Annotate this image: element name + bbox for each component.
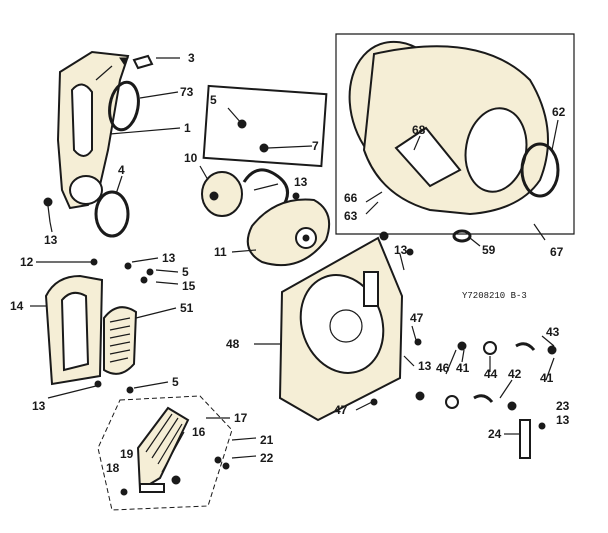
- callout-23: 23: [556, 399, 570, 413]
- diagram-code: Y7208210 B-3: [462, 291, 527, 301]
- control-panel-plate: [202, 84, 328, 168]
- callout-5c: 5: [172, 375, 179, 389]
- callout-17: 17: [234, 411, 248, 425]
- callout-13g: 13: [556, 413, 570, 427]
- callout-73: 73: [180, 85, 194, 99]
- callouts: 3 73 1 4 13 5 7 10 13 11 12 13 5 15 14 5…: [10, 51, 570, 475]
- callout-42: 42: [508, 367, 522, 381]
- callout-48: 48: [226, 337, 240, 351]
- callout-14: 14: [10, 299, 24, 313]
- callout-13c: 13: [162, 251, 176, 265]
- blower-housing: [246, 192, 330, 267]
- lint-screen: [103, 306, 138, 375]
- callout-13a: 13: [44, 233, 58, 247]
- callout-13b: 13: [294, 175, 308, 189]
- callout-67: 67: [550, 245, 564, 259]
- heater-box: [97, 395, 233, 511]
- callout-3: 3: [188, 51, 195, 65]
- toe-panel: [44, 274, 104, 386]
- callout-44: 44: [484, 367, 498, 381]
- callout-1: 1: [184, 121, 191, 135]
- callout-43: 43: [546, 325, 560, 339]
- callout-59: 59: [482, 243, 496, 257]
- callout-4: 4: [118, 163, 125, 177]
- drum: [348, 40, 560, 216]
- front-seal-ring: [94, 190, 130, 238]
- callout-13d: 13: [32, 399, 46, 413]
- drum-assembly-box: [335, 33, 575, 235]
- callout-47b: 47: [334, 403, 348, 417]
- callout-10: 10: [184, 151, 198, 165]
- callout-62: 62: [552, 105, 566, 119]
- callout-63: 63: [344, 209, 358, 223]
- callout-5b: 5: [182, 265, 189, 279]
- callout-18: 18: [106, 461, 120, 475]
- leader-lines: [30, 57, 559, 459]
- callout-68: 68: [412, 123, 426, 137]
- callout-46: 46: [436, 361, 450, 375]
- callout-51: 51: [180, 301, 194, 315]
- front-panel-gasket: [108, 80, 140, 132]
- callout-13e: 13: [394, 243, 408, 257]
- callout-13f: 13: [418, 359, 432, 373]
- callout-16: 16: [192, 425, 206, 439]
- callout-22: 22: [260, 451, 274, 465]
- drum-roller-ring: [452, 229, 472, 243]
- callout-21: 21: [260, 433, 274, 447]
- callout-12: 12: [20, 255, 34, 269]
- screws-21-22: [214, 456, 230, 470]
- callout-24: 24: [488, 427, 502, 441]
- door-catch: [132, 54, 154, 70]
- screws-left: [90, 258, 154, 394]
- callout-41b: 41: [540, 371, 554, 385]
- callout-66: 66: [344, 191, 358, 205]
- motor-chain: [370, 338, 557, 411]
- callout-11: 11: [214, 245, 227, 259]
- callout-19: 19: [120, 447, 134, 461]
- callout-5a: 5: [210, 93, 217, 107]
- callout-7: 7: [312, 139, 319, 153]
- callout-41a: 41: [456, 361, 470, 375]
- callout-15: 15: [182, 279, 196, 293]
- side-bracket: [519, 419, 546, 459]
- screw-13a: [43, 197, 53, 223]
- front-panel: [56, 50, 130, 210]
- idler-assembly: [201, 168, 289, 217]
- callout-47a: 47: [410, 311, 424, 325]
- rear-bulkhead: [278, 231, 414, 422]
